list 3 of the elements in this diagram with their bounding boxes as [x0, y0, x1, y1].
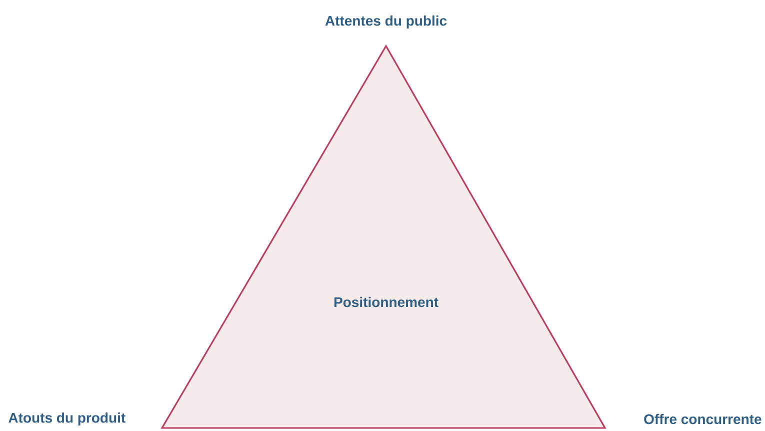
vertex-label: Attentes du public [325, 15, 447, 29]
vertex-label: Offre concurrente [644, 414, 762, 424]
vertex-label: Atouts du produit [8, 412, 126, 426]
